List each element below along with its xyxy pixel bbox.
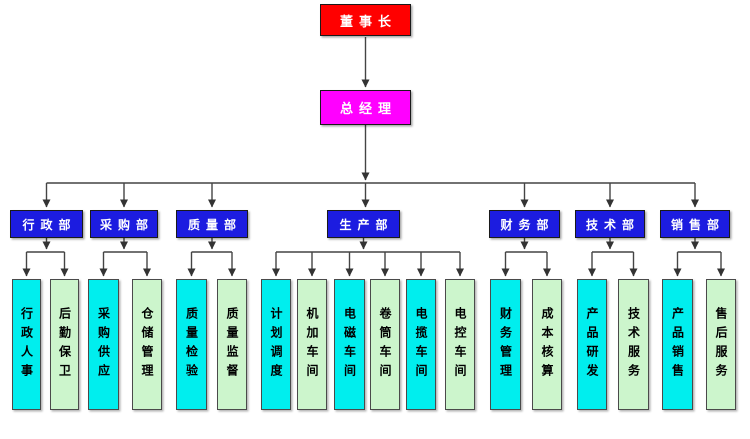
leaf-label: 电磁车间 (342, 306, 357, 383)
leaf-label: 产品研发 (585, 306, 599, 383)
leaf-admin-hr: 行政人事 (12, 279, 41, 410)
leaf-quality-supervision: 质量监督 (217, 279, 247, 410)
leaf-label: 行政人事 (19, 306, 34, 383)
leaf-label: 质量监督 (225, 306, 239, 383)
dept-quality: 质量部 (176, 210, 248, 238)
leaf-machining-workshop: 机加车间 (297, 279, 327, 410)
leaf-product-rd: 产品研发 (577, 279, 607, 410)
dept-purchasing: 采购部 (90, 210, 158, 238)
leaf-label: 质量检验 (184, 306, 199, 383)
leaf-cable-workshop: 电揽车间 (406, 279, 436, 410)
leaf-cost-accounting: 成本核算 (532, 279, 562, 410)
leaf-electromagnetic-workshop: 电磁车间 (334, 279, 365, 410)
leaf-label: 技术服务 (626, 306, 641, 383)
leaf-logistics-security: 后勤保卫 (50, 279, 79, 410)
leaf-label: 仓储管理 (140, 306, 154, 383)
leaf-label: 机加车间 (305, 306, 319, 383)
leaf-label: 采购供应 (96, 306, 111, 383)
leaf-label: 售后服务 (714, 306, 728, 383)
dept-administration: 行政部 (10, 210, 83, 238)
dept-finance: 财务部 (489, 210, 560, 238)
leaf-warehouse-management: 仓储管理 (132, 279, 162, 410)
dept-technology: 技术部 (575, 210, 645, 238)
leaf-after-sales-service: 售后服务 (706, 279, 736, 410)
leaf-label: 卷筒车间 (378, 306, 392, 383)
leaf-purchasing-supply: 采购供应 (88, 279, 119, 410)
node-chairman: 董事长 (320, 4, 411, 36)
dept-production: 生产部 (327, 210, 400, 238)
dept-sales: 销售部 (660, 210, 730, 238)
leaf-label: 电控车间 (453, 306, 467, 383)
leaf-label: 电揽车间 (414, 306, 428, 383)
leaf-quality-inspection: 质量检验 (176, 279, 207, 410)
leaf-technical-service: 技术服务 (618, 279, 649, 410)
leaf-planning-dispatch: 计划调度 (261, 279, 291, 410)
leaf-label: 计划调度 (269, 306, 283, 383)
node-general-manager: 总经理 (320, 90, 411, 125)
leaf-label: 财务管理 (498, 306, 513, 383)
leaf-electric-control-workshop: 电控车间 (445, 279, 475, 410)
leaf-label: 成本核算 (540, 306, 554, 383)
leaf-reel-workshop: 卷筒车间 (370, 279, 400, 410)
leaf-product-sales: 产品销售 (662, 279, 693, 410)
leaf-label: 产品销售 (670, 306, 685, 383)
leaf-finance-management: 财务管理 (490, 279, 521, 410)
leaf-label: 后勤保卫 (57, 306, 72, 383)
